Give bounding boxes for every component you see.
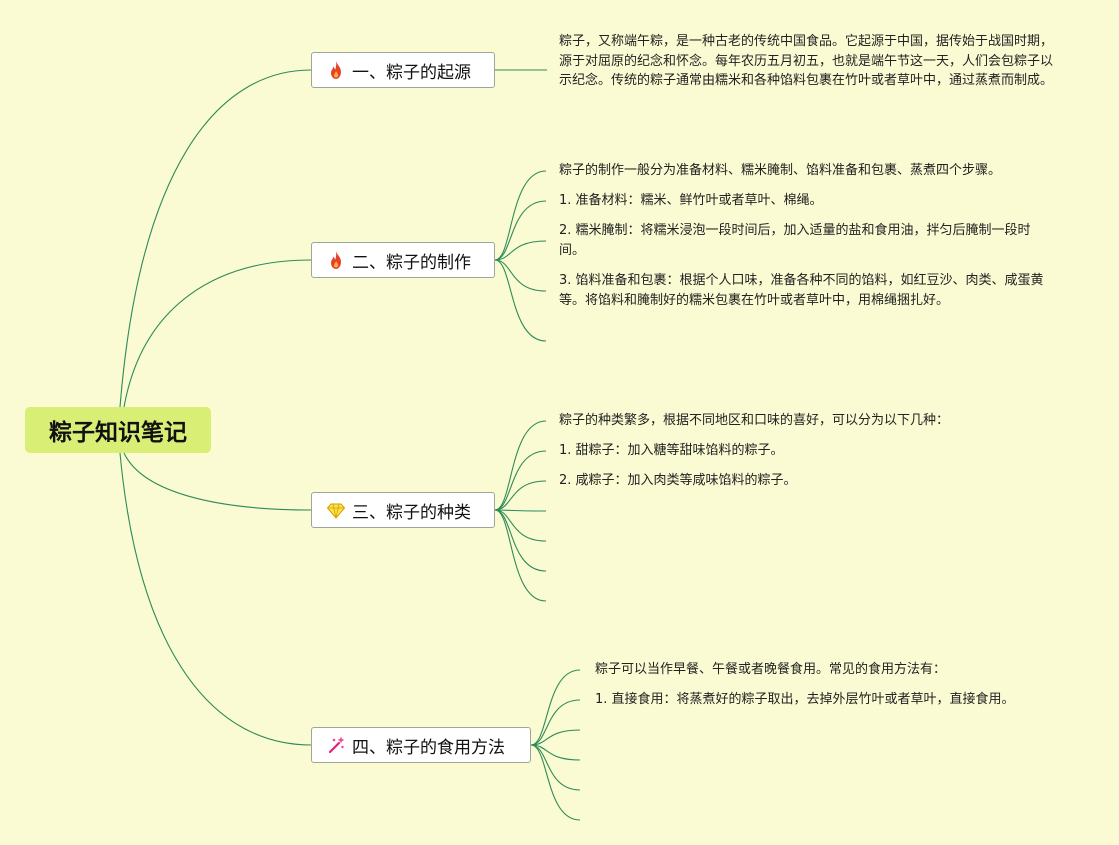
link-eating-leaf-1 (530, 669, 581, 746)
link-eating-leaf-5 (530, 744, 581, 791)
branch-eating[interactable]: 四、粽子的食用方法 (311, 727, 531, 763)
leaf-origin-1[interactable]: 粽子，又称端午粽，是一种古老的传统中国食品。它起源于中国，据传始于战国时期，源于… (559, 34, 1054, 88)
link-root-types (123, 452, 312, 511)
leaf-making-3[interactable]: 2. 糯米腌制：将糯米浸泡一段时间后，加入适量的盐和食用油，拌匀后腌制一段时间。 (559, 223, 1031, 258)
link-types-leaf-3 (494, 480, 547, 511)
link-types-leaf-4 (494, 509, 547, 512)
branch-types-label: 三、粽子的种类 (352, 502, 471, 523)
link-making-leaf-2 (494, 200, 547, 261)
link-making-leaf-3 (494, 240, 547, 261)
branch-making-label: 二、粽子的制作 (352, 252, 471, 273)
fire-icon (326, 60, 346, 80)
leaf-types-1[interactable]: 粽子的种类繁多，根据不同地区和口味的喜好，可以分为以下几种： (559, 413, 950, 428)
link-eating-leaf-2 (530, 699, 581, 746)
link-root-eating (119, 452, 312, 746)
root-topic[interactable]: 粽子知识笔记 (25, 407, 211, 453)
link-eating-leaf-4 (530, 744, 581, 761)
link-eating-leaf-3 (530, 729, 581, 746)
link-making-leaf-1 (494, 170, 547, 261)
link-eating-leaf-6 (530, 744, 581, 821)
leaf-making-4[interactable]: 3. 馅料准备和包裹：根据个人口味，准备各种不同的馅料，如红豆沙、肉类、咸蛋黄等… (559, 273, 1044, 308)
link-types-leaf-5 (494, 509, 547, 542)
sparkle-wand-icon (326, 735, 346, 755)
link-root-making (123, 259, 312, 408)
branch-types[interactable]: 三、粽子的种类 (311, 492, 495, 528)
leaf-types-2[interactable]: 1. 甜粽子：加入糖等甜味馅料的粽子。 (559, 443, 784, 458)
link-root-origin (119, 69, 312, 408)
branch-origin[interactable]: 一、粽子的起源 (311, 52, 495, 88)
branch-making[interactable]: 二、粽子的制作 (311, 242, 495, 278)
link-making-leaf-5 (494, 259, 547, 342)
leaf-making-2[interactable]: 1. 准备材料：糯米、鲜竹叶或者草叶、棉绳。 (559, 193, 823, 208)
leaf-eating-2[interactable]: 1. 直接食用：将蒸煮好的粽子取出，去掉外层竹叶或者草叶，直接食用。 (595, 692, 1015, 707)
branch-eating-label: 四、粽子的食用方法 (352, 737, 505, 758)
fire-icon (326, 250, 346, 270)
link-types-leaf-1 (494, 420, 547, 511)
leaf-types-3[interactable]: 2. 咸粽子：加入肉类等咸味馅料的粽子。 (559, 473, 797, 488)
leaf-eating-1[interactable]: 粽子可以当作早餐、午餐或者晚餐食用。常见的食用方法有： (595, 662, 947, 677)
diamond-icon (326, 500, 346, 520)
link-making-leaf-4 (494, 259, 547, 292)
branch-origin-label: 一、粽子的起源 (352, 62, 471, 83)
link-types-leaf-2 (494, 450, 547, 511)
link-types-leaf-7 (494, 509, 547, 602)
leaf-making-1[interactable]: 粽子的制作一般分为准备材料、糯米腌制、馅料准备和包裹、蒸煮四个步骤。 (559, 163, 1002, 178)
